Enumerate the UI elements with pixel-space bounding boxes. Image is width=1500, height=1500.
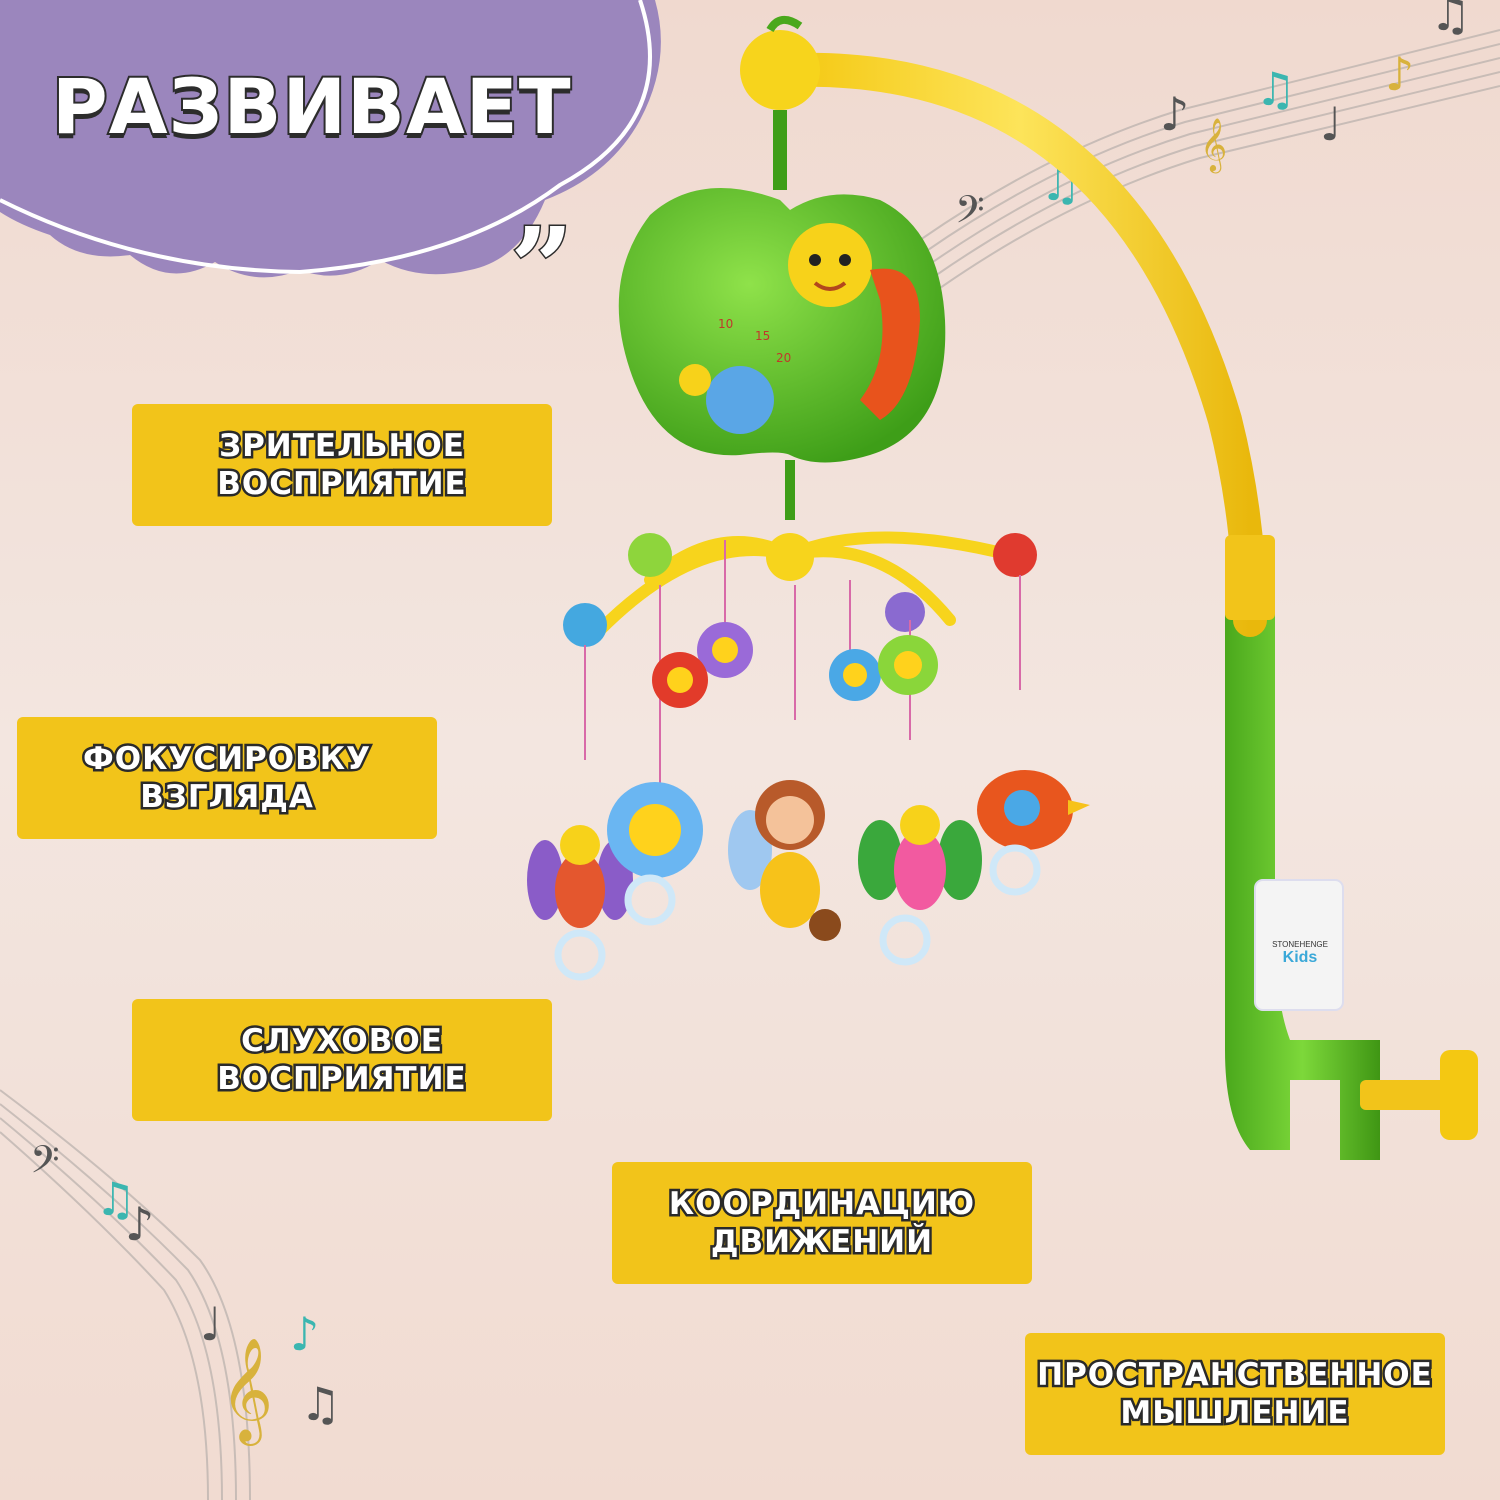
skill-line: КООРДИНАЦИЮ <box>666 1184 976 1225</box>
headline-banner <box>0 0 661 278</box>
flower-red <box>652 652 708 708</box>
skill-line: ВОСПРИЯТИЕ <box>215 464 468 505</box>
bird-toy <box>977 770 1090 896</box>
music-staff-ribbon-top <box>919 29 1500 289</box>
skill-line: СЛУХОВОЕ <box>239 1021 445 1062</box>
svg-text:♫: ♫ <box>1255 62 1296 116</box>
brand-sub: Kids <box>1282 949 1318 966</box>
skill-line: ФОКУСИРОВКУ <box>81 739 373 780</box>
svg-text:𝄢: 𝄢 <box>955 187 985 241</box>
clamp-screw <box>1360 1080 1450 1110</box>
music-staff-ribbon-bottom <box>0 1089 251 1500</box>
arm-joint <box>1225 535 1275 620</box>
banner-outline <box>0 0 652 275</box>
svg-text:♩: ♩ <box>200 1297 222 1351</box>
bead-purple <box>885 592 925 632</box>
svg-text:♩: ♩ <box>1320 97 1342 151</box>
butterfly-toy-left <box>527 825 633 981</box>
svg-text:10: 10 <box>718 317 733 331</box>
bead-blue <box>563 603 607 647</box>
svg-text:♪: ♪ <box>290 1307 319 1361</box>
bead-green <box>628 533 672 577</box>
bead-red <box>993 533 1037 577</box>
svg-text:𝄞: 𝄞 <box>220 1337 273 1446</box>
mobile-arm <box>773 52 1267 637</box>
bee-girl-toy <box>728 780 841 941</box>
svg-text:𝄢: 𝄢 <box>30 1137 60 1191</box>
music-notes-top: 𝄞 ♪ ♫ ♩ ♪ ♫ 𝄢 ♫ <box>955 0 1471 241</box>
svg-text:20: 20 <box>776 351 791 365</box>
sunflower-toy <box>607 782 703 926</box>
svg-text:15: 15 <box>755 329 770 343</box>
flower-green <box>878 635 938 695</box>
music-notes-bottom: 𝄢 ♫ ♪ 𝄞 ♪ ♩ ♫ <box>30 1137 341 1446</box>
flower-purple <box>697 622 753 678</box>
svg-text:♫: ♫ <box>95 1172 136 1226</box>
mobile-pole <box>1225 610 1380 1160</box>
brand-label: STONEHENGE Kids <box>1258 940 1342 967</box>
flower-blue <box>829 649 881 701</box>
brand-name: STONEHENGE <box>1272 940 1328 949</box>
skill-line: ЗРИТЕЛЬНОЕ <box>217 426 467 467</box>
svg-text:♪: ♪ <box>1385 47 1414 101</box>
skill-line: ПРОСТРАНСТВЕННОЕ <box>1035 1355 1435 1396</box>
svg-text:♫: ♫ <box>300 1377 341 1431</box>
arm-top-ball <box>740 30 820 110</box>
snail-button <box>706 366 774 434</box>
clamp-knob <box>1440 1050 1478 1140</box>
svg-text:♪: ♪ <box>125 1197 154 1251</box>
skill-line: ДВИЖЕНИЙ <box>708 1222 934 1263</box>
headline: РАЗВИВАЕТ <box>50 60 573 153</box>
svg-text:♪: ♪ <box>1160 87 1189 141</box>
quote-mark: „ <box>510 140 576 269</box>
skill-line: ВЗГЛЯДА <box>138 777 316 818</box>
svg-text:♫: ♫ <box>1430 0 1471 41</box>
butterfly-toy-right <box>858 805 982 966</box>
brand-sticker <box>1254 879 1344 1011</box>
skill-line: МЫШЛЕНИЕ <box>1118 1393 1351 1434</box>
skill-line: ВОСПРИЯТИЕ <box>215 1059 468 1100</box>
svg-text:𝄞: 𝄞 <box>1200 117 1227 173</box>
